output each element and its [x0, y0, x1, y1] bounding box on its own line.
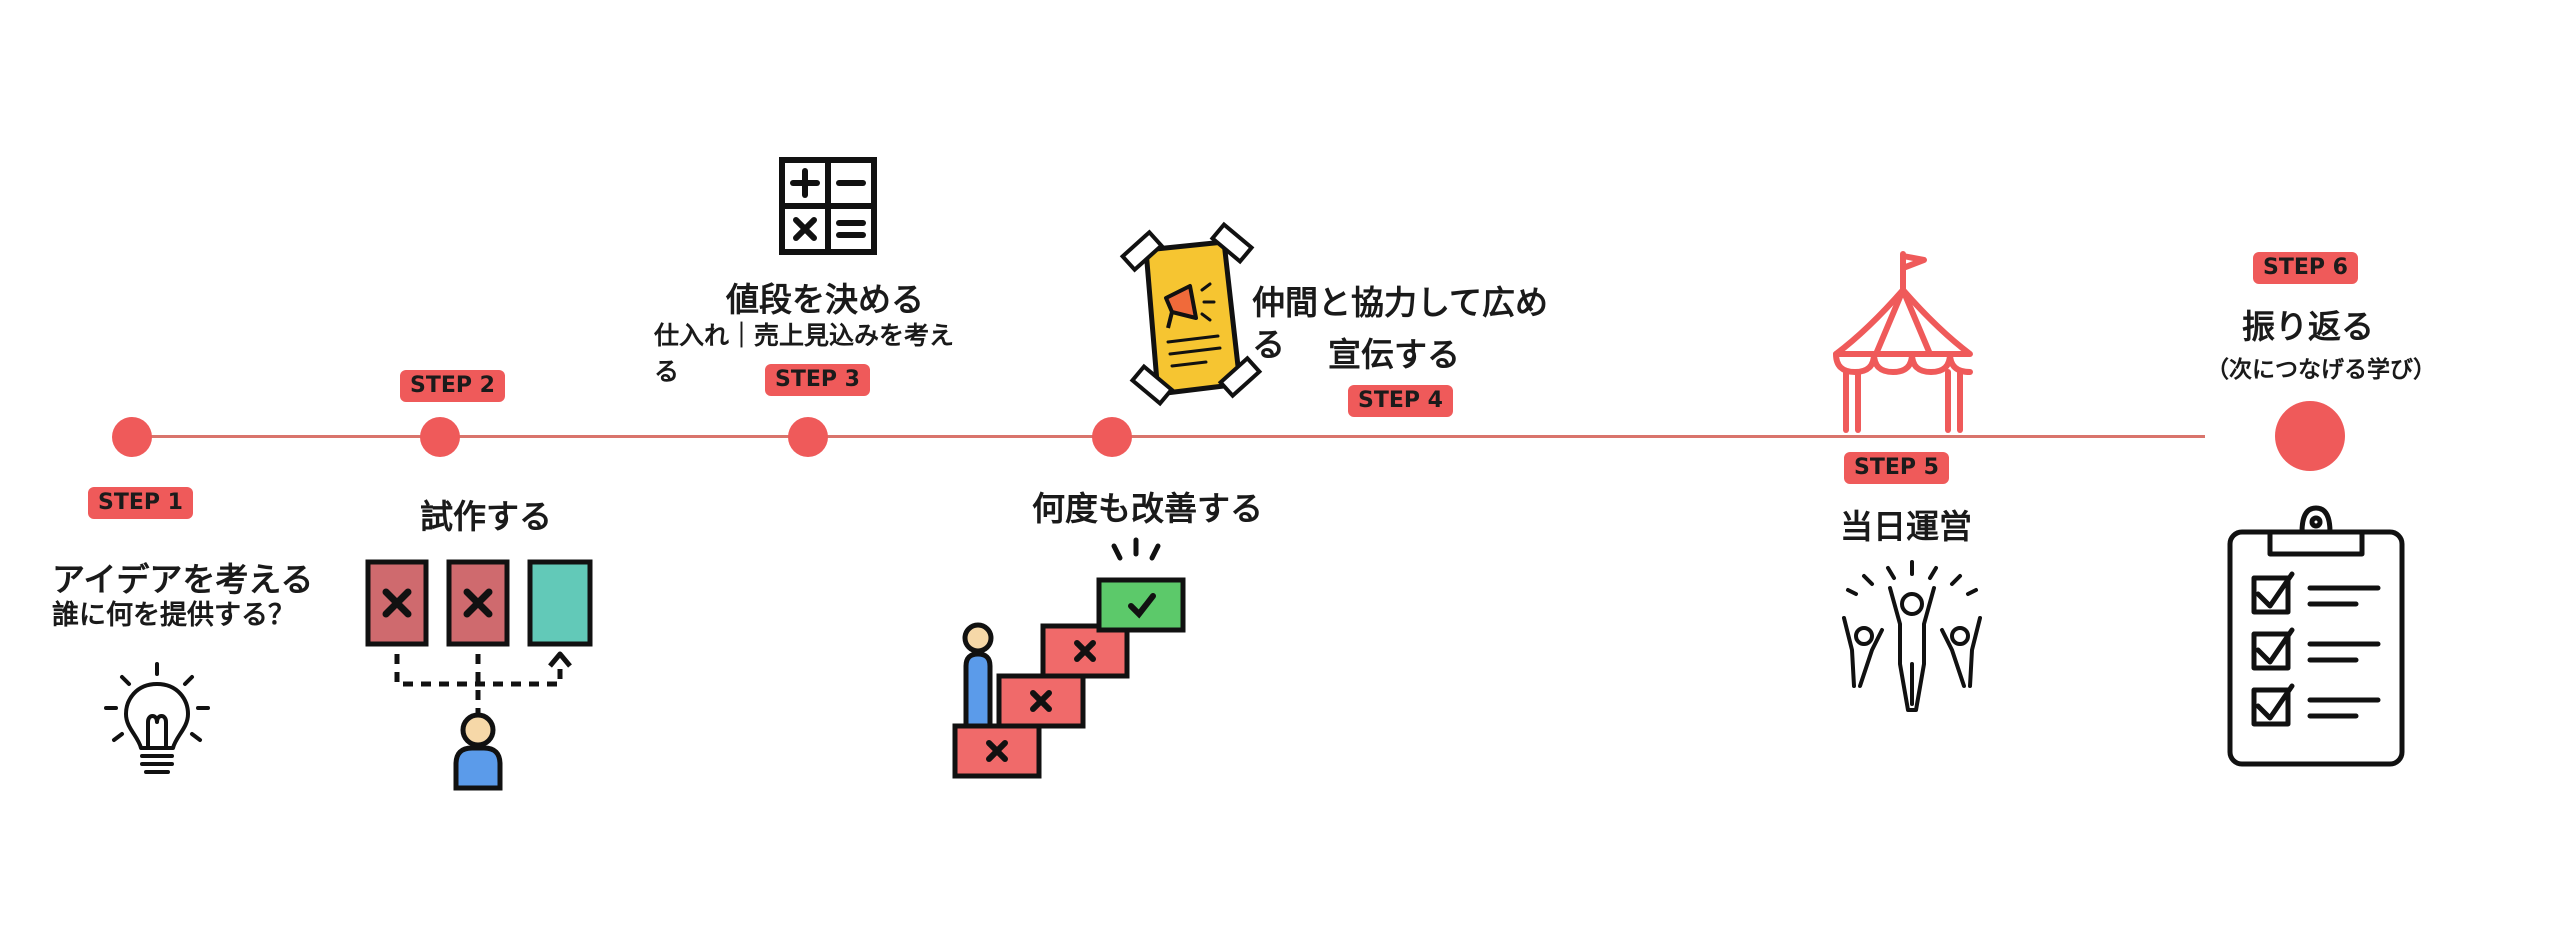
- step-6-title: 振り返る: [2242, 307, 2374, 346]
- timeline-dot-4: [1092, 417, 1132, 457]
- step-5-badge: STEP 5: [1844, 452, 1949, 484]
- stairs-icon: [952, 537, 1186, 779]
- step-1-badge: STEP 1: [88, 487, 193, 519]
- prototype-icon: [365, 559, 593, 791]
- calculator-icon: [779, 157, 877, 255]
- improve-title: 何度も改善する: [1032, 489, 1263, 528]
- tent-icon: [1833, 251, 1973, 433]
- timeline-dot-2: [420, 417, 460, 457]
- step-3-subtitle-line-2: る: [654, 357, 680, 386]
- step-5-title: 当日運営: [1840, 507, 1972, 546]
- checklist-icon: [2227, 505, 2405, 767]
- step-3-badge: STEP 3: [765, 364, 870, 396]
- step-2-title: 試作する: [420, 497, 552, 536]
- celebration-icon: [1842, 560, 1982, 712]
- step-6-subtitle: （次につなげる学び）: [2206, 357, 2436, 383]
- timeline-dot-6: [2275, 401, 2345, 471]
- step-6-badge: STEP 6: [2253, 252, 2358, 284]
- step-3-title: 値段を決める: [726, 280, 924, 319]
- step-1-title: アイデアを考える: [52, 560, 314, 599]
- step-4-title-line-1: 仲間と協力して広め: [1252, 283, 1549, 322]
- step-4-title-line-3: 宣伝する: [1328, 335, 1460, 374]
- poster-icon: [1119, 221, 1263, 407]
- step-1-subtitle: 誰に何を提供する？: [52, 600, 295, 631]
- step-4-title-line-2: る: [1252, 325, 1285, 364]
- step-3-subtitle-line-1: 仕入れ｜売上見込みを考え: [654, 321, 955, 350]
- timeline-dot-1: [112, 417, 152, 457]
- timeline-dot-3: [788, 417, 828, 457]
- lightbulb-icon: [104, 662, 210, 774]
- timeline-line: [130, 435, 2205, 438]
- step-2-badge: STEP 2: [400, 370, 505, 402]
- step-4-badge: STEP 4: [1348, 385, 1453, 417]
